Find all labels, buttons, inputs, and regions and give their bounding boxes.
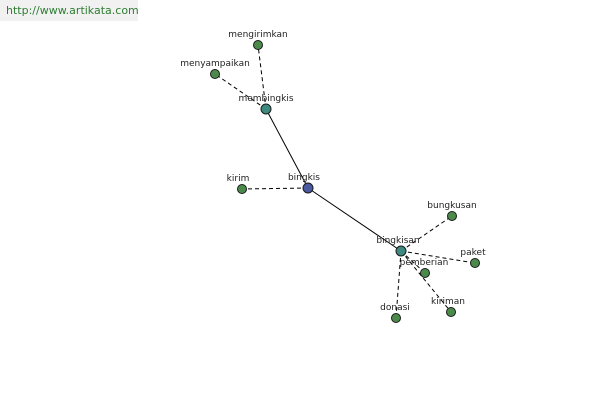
node-label: mengirimkan: [228, 30, 287, 40]
node-label: pemberian: [400, 258, 449, 268]
url-banner: http://www.artikata.com: [0, 0, 139, 21]
edge-bingkis-kirim: [241, 187, 309, 190]
node-label: bingkisan: [376, 236, 419, 246]
node-circle[interactable]: [420, 268, 430, 278]
edge-membingkis-mengirimkan: [257, 44, 267, 110]
node-label: kirim: [227, 174, 250, 184]
edges-layer: [214, 44, 476, 319]
node-label: kiriman: [431, 297, 465, 307]
edge-bingkisan-kiriman: [400, 250, 452, 313]
edge-bingkisan-pemberian: [400, 250, 426, 274]
node-circle[interactable]: [302, 182, 314, 194]
node-membingkis[interactable]: membingkis: [238, 94, 294, 115]
node-label: bingkis: [288, 173, 320, 183]
node-circle[interactable]: [447, 211, 457, 221]
node-menyampaikan[interactable]: menyampaikan: [180, 59, 250, 79]
node-circle[interactable]: [210, 69, 220, 79]
node-label: bungkusan: [427, 201, 476, 211]
node-circle[interactable]: [446, 307, 456, 317]
edge-bingkis-bingkisan: [307, 187, 402, 252]
node-circle[interactable]: [260, 103, 272, 115]
node-bingkis[interactable]: bingkis: [288, 173, 320, 194]
nodes-layer: bingkis membingkis bingkisan mengirimkan men…: [180, 30, 486, 323]
node-circle[interactable]: [253, 40, 263, 50]
node-label: donasi: [380, 303, 410, 313]
node-kirim[interactable]: kirim: [227, 174, 250, 194]
node-mengirimkan[interactable]: mengirimkan: [228, 30, 288, 50]
edge-bingkisan-bungkusan: [400, 215, 453, 252]
node-circle[interactable]: [391, 313, 401, 323]
node-label: paket: [460, 248, 486, 258]
node-circle[interactable]: [470, 258, 480, 268]
edge-bingkisan-paket: [400, 250, 476, 264]
edge-membingkis-menyampaikan: [214, 73, 267, 110]
node-label: membingkis: [238, 94, 293, 104]
node-kiriman[interactable]: kiriman: [431, 297, 465, 317]
node-pemberian[interactable]: pemberian: [400, 258, 449, 278]
node-label: menyampaikan: [180, 59, 250, 69]
edge-bingkis-membingkis: [265, 108, 309, 189]
node-circle[interactable]: [237, 184, 247, 194]
node-circle[interactable]: [395, 245, 407, 257]
node-bungkusan[interactable]: bungkusan: [427, 201, 477, 221]
node-donasi[interactable]: donasi: [380, 303, 410, 323]
site-url-link[interactable]: http://www.artikata.com: [6, 4, 139, 17]
node-paket[interactable]: paket: [460, 248, 486, 268]
node-bingkisan[interactable]: bingkisan: [376, 236, 420, 257]
